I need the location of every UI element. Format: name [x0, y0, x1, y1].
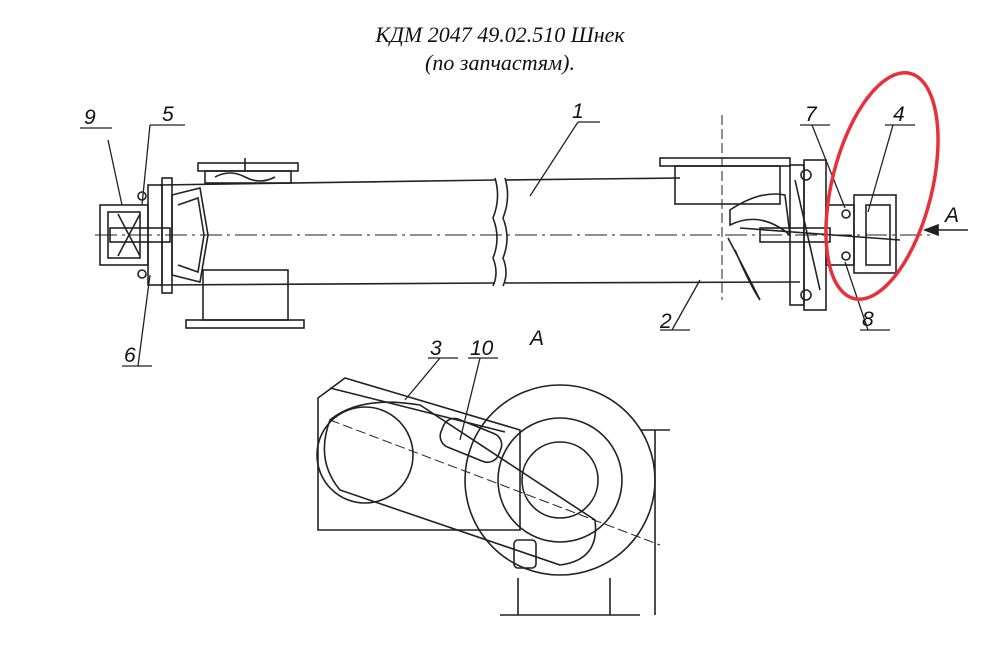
top-inlet: [659, 115, 791, 300]
left-end-assembly: [99, 177, 209, 294]
callout-9: 9: [84, 106, 96, 129]
callout-2: 2: [659, 310, 672, 333]
callout-5: 5: [162, 103, 174, 126]
arrow-label: А: [943, 204, 959, 227]
callout-6: 6: [124, 344, 136, 367]
callout-10: 10: [470, 337, 494, 360]
leader-lines: [80, 121, 915, 441]
callout-3: 3: [430, 337, 442, 360]
drawing-title: КДМ 2047 49.02.510 Шнек: [375, 22, 625, 47]
top-hatch: [197, 158, 299, 184]
callout-7: 7: [805, 103, 818, 126]
view-arrow: [922, 223, 968, 237]
callout-8: 8: [862, 308, 874, 331]
callout-1: 1: [572, 100, 584, 123]
callout-4: 4: [893, 103, 905, 126]
drawing-subtitle: (по запчастям).: [425, 50, 575, 75]
view-label: А: [528, 327, 544, 350]
view-a-guard: [316, 377, 670, 616]
highlight-ellipse: [824, 71, 940, 301]
bottom-outlet: [185, 269, 305, 329]
